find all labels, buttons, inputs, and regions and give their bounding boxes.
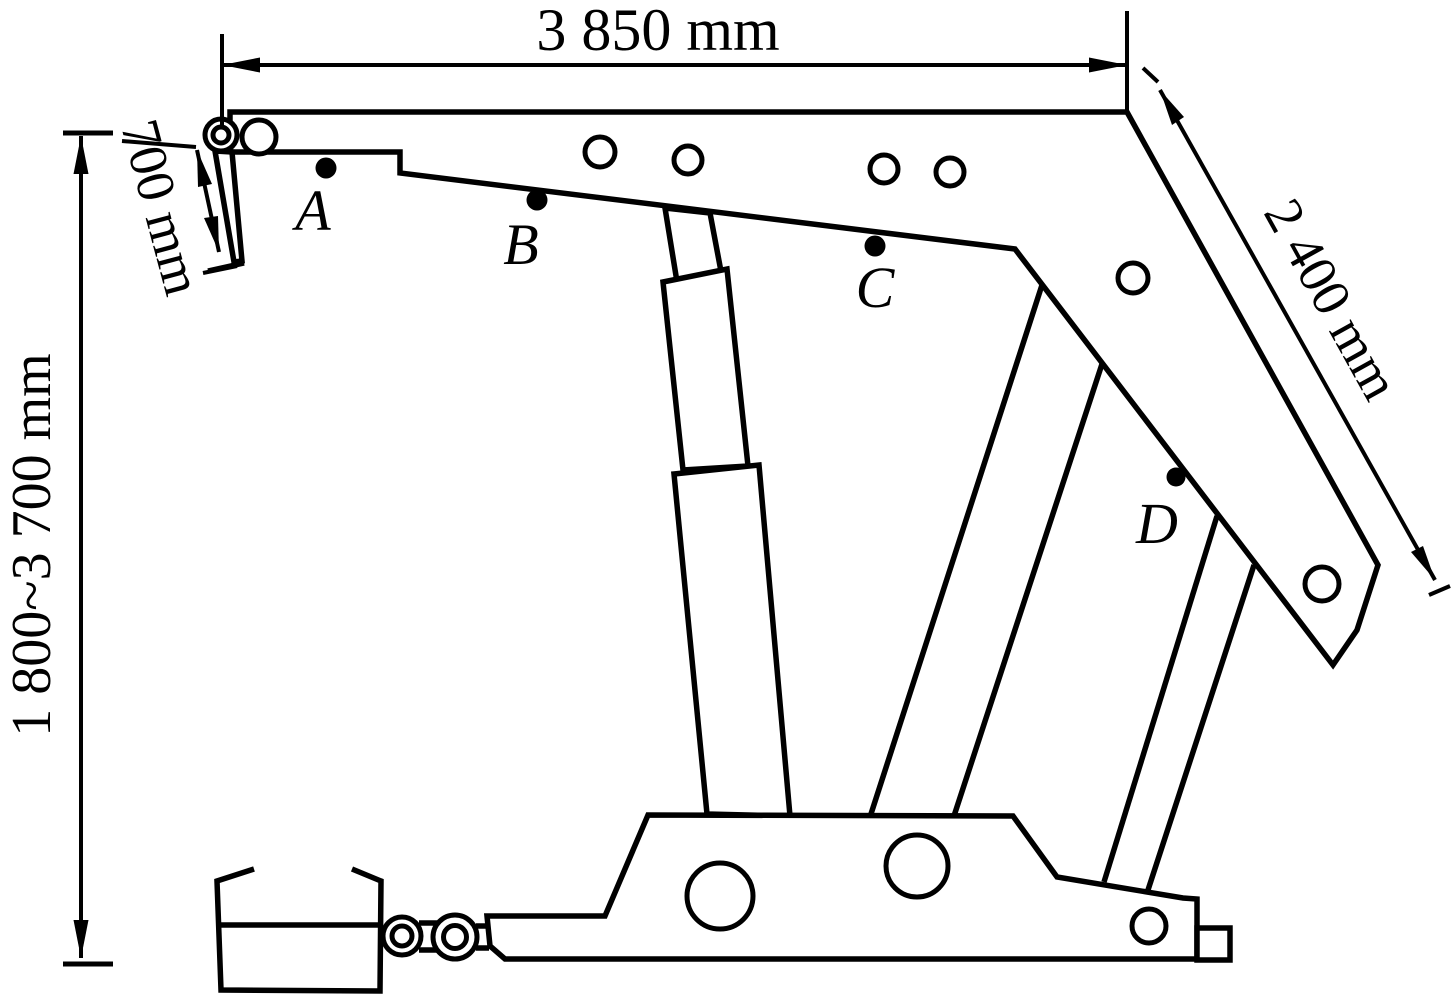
rear-link-right-edge [1145, 564, 1257, 891]
shield-hole-upper [1115, 260, 1151, 296]
canopy-hole-5 [933, 155, 967, 189]
leg-middle-cylinder [660, 265, 752, 473]
point-b-label: B [503, 212, 538, 277]
dim-line [1158, 89, 1437, 581]
base-hole-front [684, 860, 756, 932]
shield-hole-tip [1302, 564, 1342, 604]
point-c-dot [864, 235, 886, 257]
chain-ring-inner-1 [389, 923, 415, 949]
arrowhead-bottom [1411, 546, 1435, 580]
point-b-dot [526, 189, 548, 211]
arrowhead-bottom [204, 216, 219, 252]
tick-top [1141, 66, 1160, 84]
dimension-height-range: 1 800~3 700 mm [1, 130, 113, 967]
base-outline [483, 812, 1200, 962]
canopy-and-shield [202, 109, 1381, 670]
tip-hinge-inner [210, 124, 232, 146]
canopy-hole-2 [582, 134, 618, 170]
front-link-right-edge [950, 363, 1105, 820]
base-foot [1194, 925, 1233, 963]
tick-bottom [1428, 584, 1451, 597]
point-d-dot [1166, 467, 1186, 487]
chain-links [380, 912, 489, 962]
arrowhead-top [73, 136, 89, 174]
tick-top [121, 139, 197, 149]
point-d-label: D [1135, 491, 1178, 556]
leg-lower-cylinder [670, 461, 794, 819]
conveyor-outline [214, 866, 384, 994]
front-link-left-edge [867, 284, 1045, 818]
tick-bottom [202, 264, 238, 275]
canopy-hole-1 [239, 117, 279, 157]
rear-link-left-edge [1101, 515, 1220, 883]
support-links [867, 284, 1257, 891]
base [483, 812, 1233, 963]
point-a-dot [315, 157, 337, 179]
point-markers: A B C D [291, 157, 1186, 556]
canopy-hole-3 [671, 143, 705, 177]
height-range-value: 1 800~3 700 mm [1, 353, 63, 736]
top-width-value: 3 850 mm [536, 0, 779, 63]
arrowhead-top [1160, 90, 1184, 125]
arrowhead-left [222, 57, 260, 73]
canopy-shield-outline [227, 109, 1381, 670]
arrowhead-bottom [73, 920, 89, 958]
point-a-label: A [291, 178, 331, 243]
arrowhead-right [1089, 57, 1127, 73]
base-hole-rear [1129, 906, 1169, 946]
hydraulic-leg [660, 204, 794, 819]
dimension-top-width: 3 850 mm [220, 0, 1129, 126]
arrowhead-top [197, 150, 212, 187]
chain-ring-inner-2 [441, 923, 469, 951]
tip-flipper-value: 700 mm [109, 113, 213, 301]
base-hole-middle [883, 832, 951, 900]
canopy-hole-4 [867, 152, 901, 186]
point-c-label: C [856, 255, 896, 320]
conveyor-section [214, 866, 384, 994]
